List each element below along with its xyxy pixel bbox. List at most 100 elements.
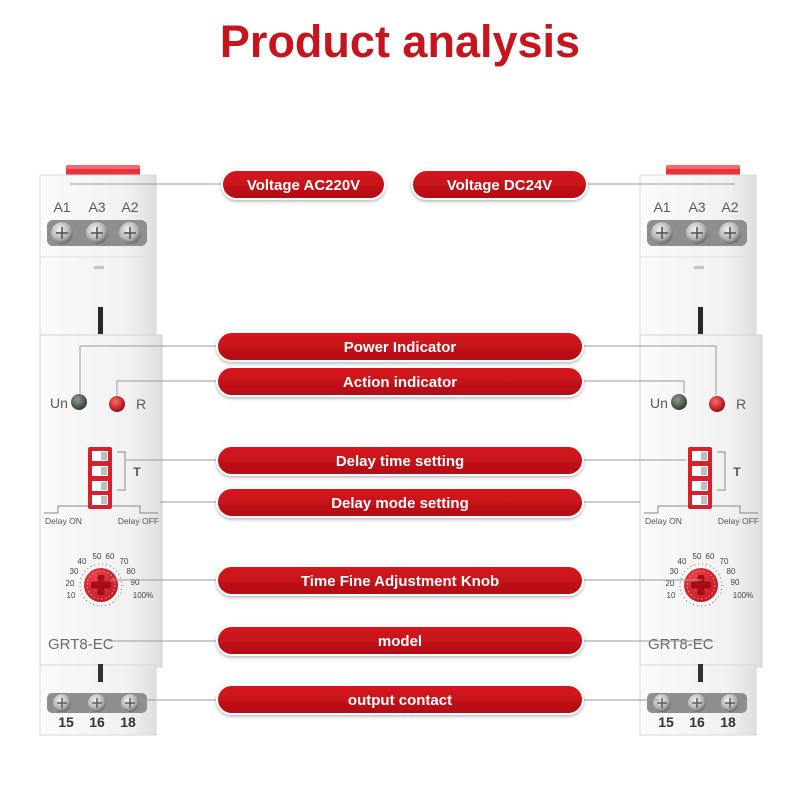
- screw-icon: [686, 222, 708, 244]
- callout-action-indicator: Action indicator: [216, 366, 584, 397]
- knob-scale-20: 20: [666, 579, 675, 588]
- knob-scale-80: 80: [127, 567, 136, 576]
- knob-scale-40: 40: [78, 557, 87, 566]
- callout-label: Time Fine Adjustment Knob: [301, 573, 499, 590]
- device-slot: [98, 307, 103, 334]
- callout-model: model: [216, 625, 584, 656]
- screw-icon: [119, 222, 141, 244]
- device-slot-lower: [698, 664, 703, 682]
- knob-scale-100: 100%: [133, 591, 153, 600]
- screw-icon: [651, 222, 673, 244]
- relay-device-right: A1 A3 A2 Un R: [639, 165, 763, 736]
- adjustment-knob-icon: [79, 563, 123, 607]
- dip-label: T: [133, 465, 141, 479]
- knob-scale-50: 50: [693, 552, 702, 561]
- delay-on-wave-icon: [44, 505, 88, 514]
- action-led-label: R: [736, 396, 746, 412]
- dip-label: T: [733, 465, 741, 479]
- leader-lines: [70, 183, 735, 701]
- terminal-label-18: 18: [120, 714, 136, 730]
- terminal-label-18: 18: [720, 714, 736, 730]
- knob-scale-80: 80: [727, 567, 736, 576]
- power-led-label: Un: [50, 395, 68, 411]
- callout-power-indicator: Power Indicator: [216, 331, 584, 362]
- leader-action-right: [583, 380, 685, 393]
- knob-scale-60: 60: [706, 552, 715, 561]
- device-model-label: GRT8-EC: [48, 636, 114, 653]
- knob-scale-70: 70: [120, 557, 129, 566]
- delay-on-wave-icon: [644, 505, 688, 514]
- knob-scale-30: 30: [70, 567, 79, 576]
- terminal-label-a2: A2: [121, 199, 138, 215]
- power-led-icon: [671, 394, 687, 410]
- knob-scale-60: 60: [106, 552, 115, 561]
- delay-off-label: Delay OFF: [718, 516, 759, 526]
- knob-scale-10: 10: [67, 591, 76, 600]
- screw-icon: [51, 222, 73, 244]
- screw-icon: [121, 694, 139, 712]
- dip-switch: [688, 447, 712, 509]
- relay-device-left: A1 A3 A2 Un R: [39, 165, 163, 736]
- terminal-label-a1: A1: [653, 199, 670, 215]
- delay-on-label: Delay ON: [45, 516, 82, 526]
- terminal-label-a3: A3: [688, 199, 705, 215]
- callout-knob: Time Fine Adjustment Knob: [216, 565, 584, 596]
- leader-power-left: [79, 345, 217, 393]
- knob-scale-50: 50: [93, 552, 102, 561]
- power-led-label: Un: [650, 395, 668, 411]
- callout-voltage-dc: Voltage DC24V: [411, 169, 588, 200]
- knob-scale-70: 70: [720, 557, 729, 566]
- terminal-label-16: 16: [689, 714, 705, 730]
- callout-label: Voltage DC24V: [447, 177, 553, 194]
- knob-scale-40: 40: [678, 557, 687, 566]
- screw-icon: [721, 694, 739, 712]
- leader-action-left: [116, 380, 217, 395]
- delay-off-label: Delay OFF: [118, 516, 159, 526]
- terminal-label-a1: A1: [53, 199, 70, 215]
- action-led-icon: [709, 396, 725, 412]
- terminal-label-16: 16: [89, 714, 105, 730]
- callout-label: Power Indicator: [344, 339, 457, 356]
- callout-label: Delay mode setting: [331, 495, 469, 512]
- screw-icon: [88, 694, 106, 712]
- dip-bracket: [117, 451, 126, 491]
- action-led-icon: [109, 396, 125, 412]
- dip-switch: [88, 447, 112, 509]
- screw-icon: [53, 694, 71, 712]
- callout-label: model: [378, 633, 422, 650]
- screw-icon: [688, 694, 706, 712]
- callout-label: Delay time setting: [336, 453, 464, 470]
- knob-scale-10: 10: [667, 591, 676, 600]
- screw-icon: [719, 222, 741, 244]
- leader-power-right: [583, 345, 717, 395]
- callout-delay-mode: Delay mode setting: [216, 487, 584, 518]
- terminal-label-15: 15: [658, 714, 674, 730]
- delay-off-wave-icon: [112, 505, 158, 514]
- terminal-label-15: 15: [58, 714, 74, 730]
- callout-label: Action indicator: [343, 374, 457, 391]
- callout-voltage-ac: Voltage AC220V: [221, 169, 386, 200]
- knob-scale-90: 90: [731, 578, 740, 587]
- knob-scale-20: 20: [66, 579, 75, 588]
- device-slot: [698, 307, 703, 334]
- callout-label: output contact: [348, 692, 452, 709]
- power-led-icon: [71, 394, 87, 410]
- terminal-label-a2: A2: [721, 199, 738, 215]
- delay-on-label: Delay ON: [645, 516, 682, 526]
- page-title: Product analysis: [220, 16, 580, 67]
- screw-icon: [653, 694, 671, 712]
- callout-output-contact: output contact: [216, 684, 584, 715]
- screw-icon: [86, 222, 108, 244]
- callout-label: Voltage AC220V: [247, 177, 360, 194]
- knob-scale-100: 100%: [733, 591, 753, 600]
- dip-bracket: [717, 451, 726, 491]
- delay-off-wave-icon: [712, 505, 758, 514]
- knob-scale-90: 90: [131, 578, 140, 587]
- terminal-label-a3: A3: [88, 199, 105, 215]
- knob-scale-30: 30: [670, 567, 679, 576]
- action-led-label: R: [136, 396, 146, 412]
- callout-delay-time: Delay time setting: [216, 445, 584, 476]
- device-slot-lower: [98, 664, 103, 682]
- device-model-label: GRT8-EC: [648, 636, 714, 653]
